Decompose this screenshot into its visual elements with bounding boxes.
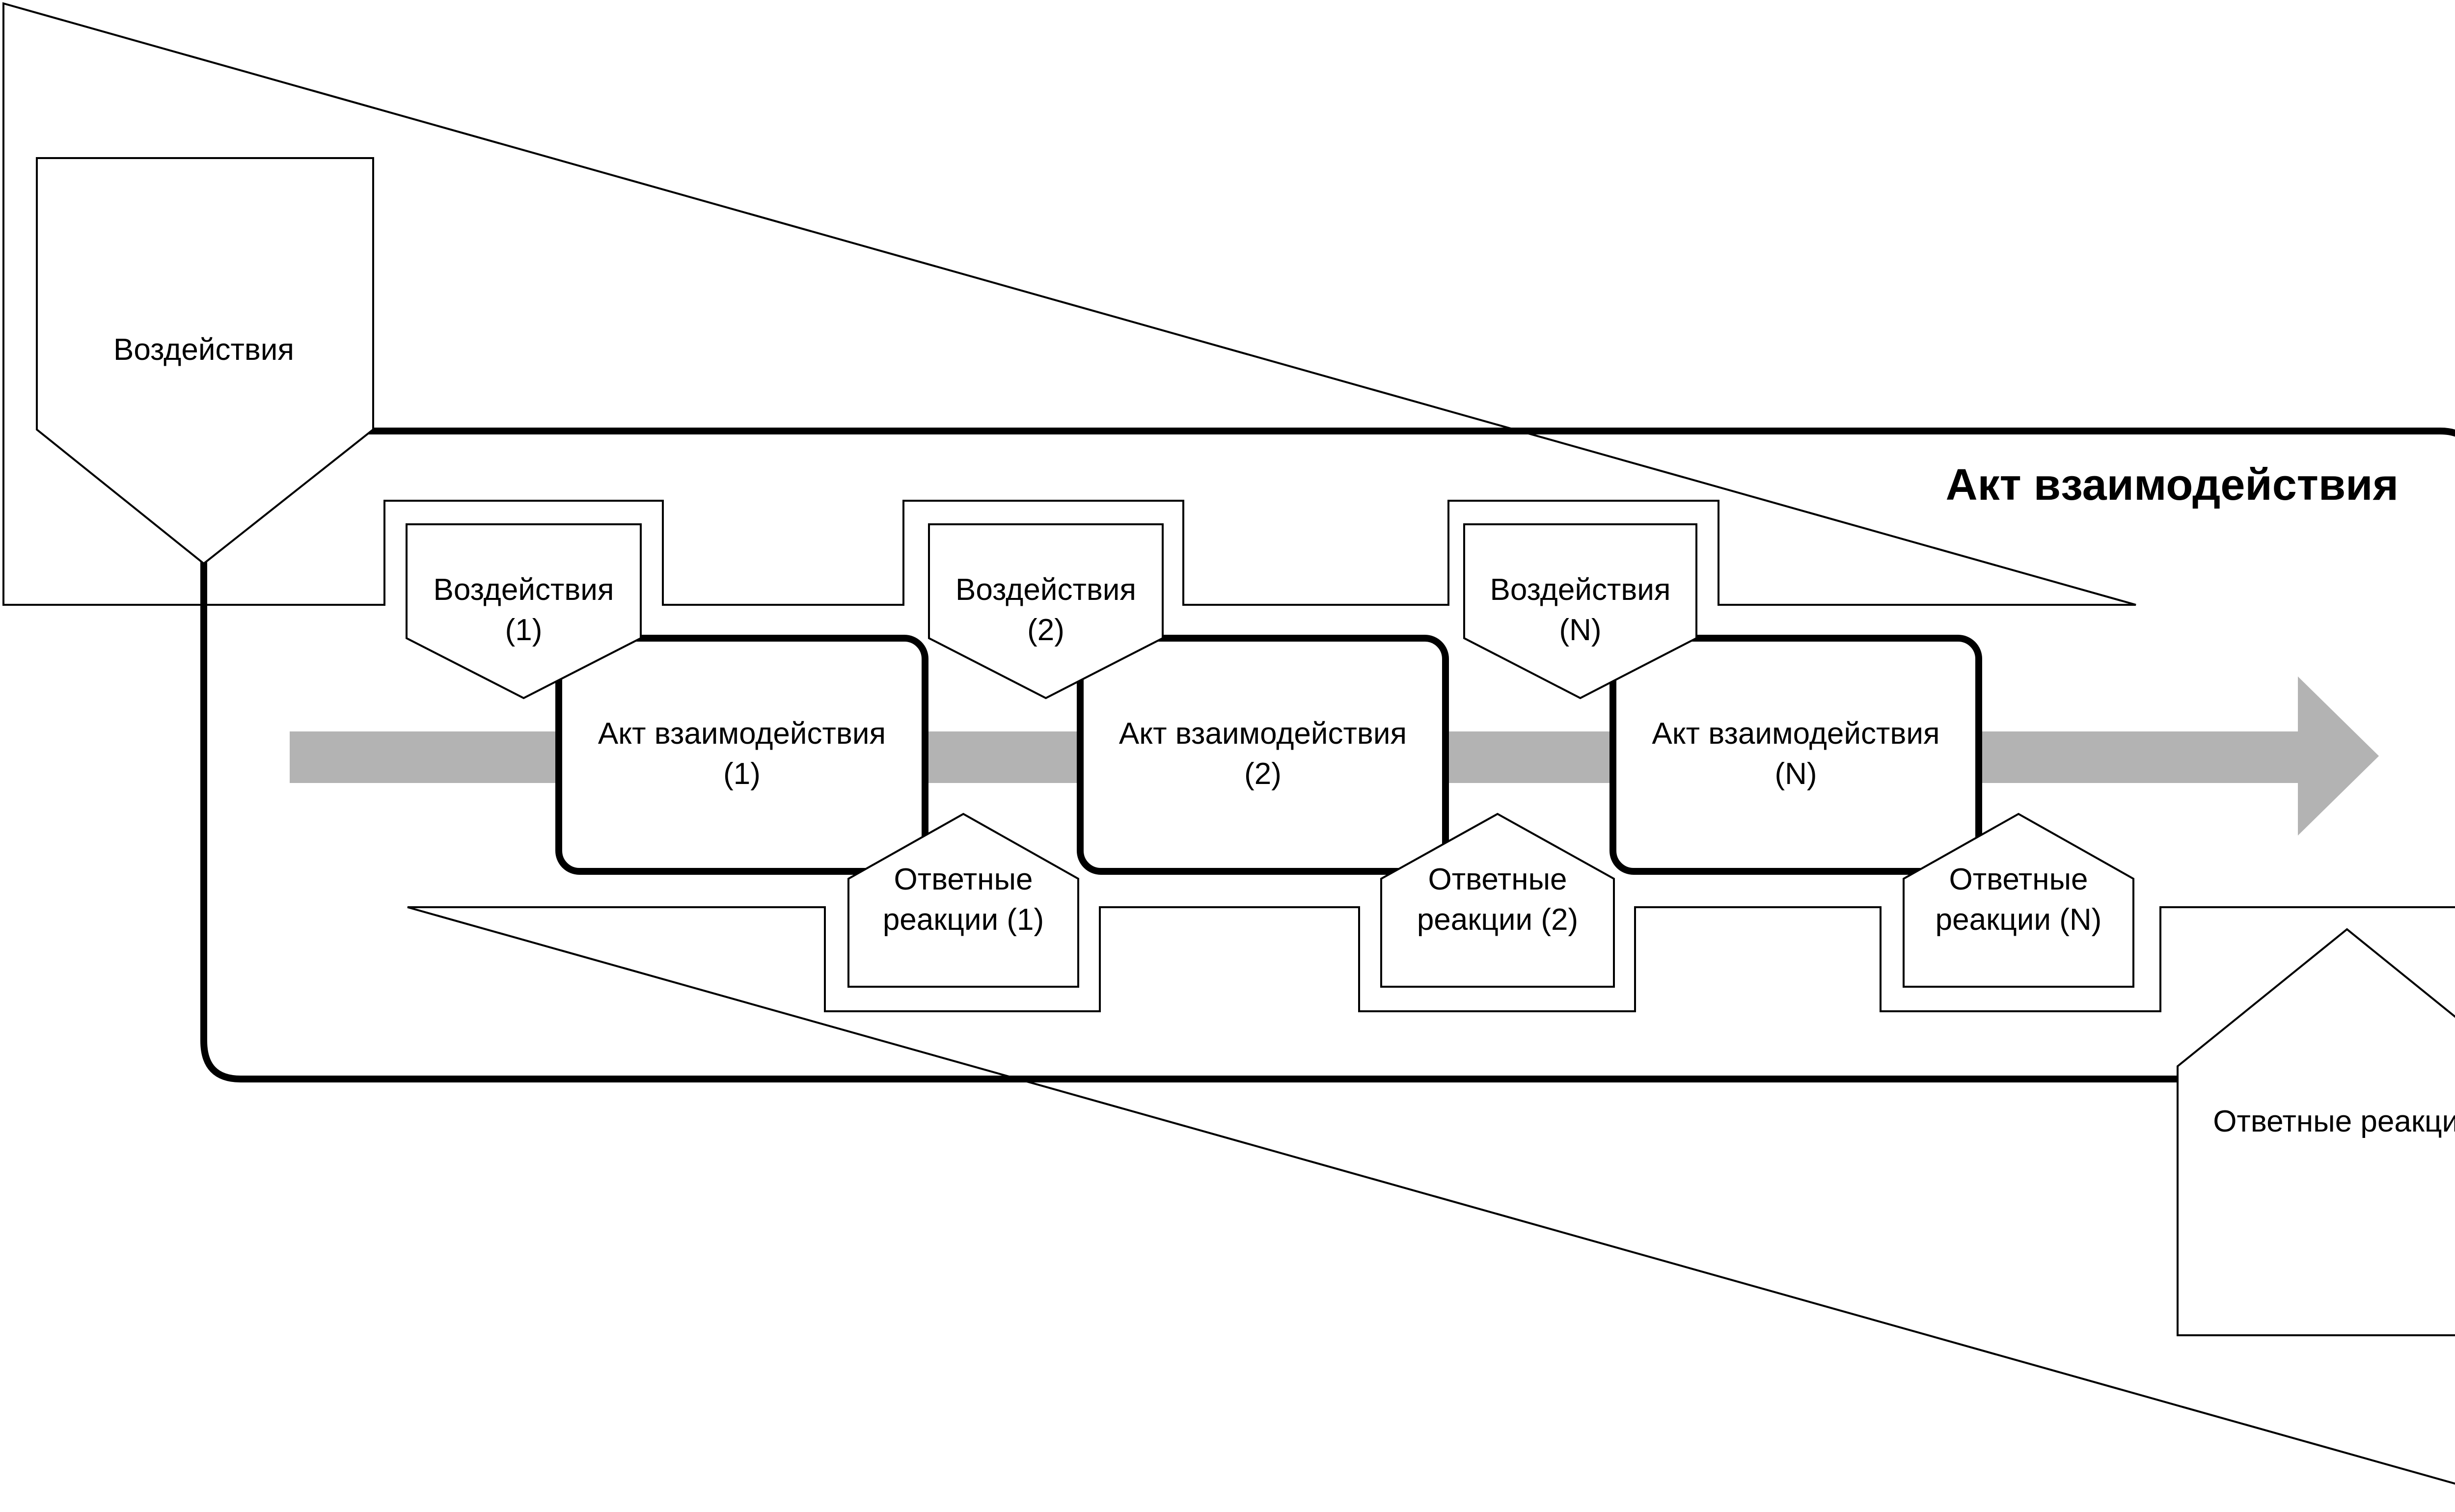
stage-output-shape <box>847 812 1079 988</box>
stage-act-box <box>555 635 928 875</box>
stage-output-shape <box>1380 812 1615 988</box>
main-act-container <box>200 428 2455 1082</box>
stage-act-label: (N) <box>1774 757 1817 791</box>
outer-output-shape <box>2177 928 2455 1336</box>
stage-output-label: реакции (N) <box>1936 903 2102 937</box>
stage-input-label: (2) <box>1027 613 1064 647</box>
stage-1: Воздействия (1) Акт взаимодействия (1) Ответ… <box>406 523 1079 988</box>
stage-2: Воздействия (2) Акт взаимодействия (2) Ответ… <box>928 523 1615 988</box>
stage-output-label: Ответные <box>894 863 1033 896</box>
stage-input-label: (1) <box>505 613 543 647</box>
stage-act-label: Акт взаимодействия <box>1652 717 1939 751</box>
outer-input-shape <box>36 157 374 565</box>
stage-output-label: Ответные <box>1428 863 1567 896</box>
stage-output-label: реакции (1) <box>883 903 1044 937</box>
stage-3: Воздействия (N) Акт взаимодействия (N) Ответ… <box>1463 523 2134 988</box>
stage-act-label: Акт взаимодействия <box>1119 717 1407 751</box>
stage-input-label: Воздействия <box>433 573 614 607</box>
stage-input-label: (N) <box>1559 613 1601 647</box>
stage-input-shape <box>406 523 642 700</box>
lower-funnel-shape <box>407 906 2455 1485</box>
stage-input-label: Воздействия <box>1490 573 1670 607</box>
stage-input-shape <box>928 523 1164 700</box>
stage-act-box <box>1609 635 1982 875</box>
stage-output-shape <box>1903 812 2134 988</box>
main-act-title: Акт взаимодействия <box>1946 460 2399 510</box>
stage-act-label: (1) <box>723 757 761 791</box>
outer-input-label: Воздействия <box>113 333 294 367</box>
stage-act-label: (2) <box>1244 757 1282 791</box>
stage-output-label: Ответные <box>1949 863 2088 896</box>
outer-output-label: Ответные реакции <box>2213 1105 2455 1138</box>
stage-act-box <box>1077 635 1449 875</box>
upper-funnel-shape <box>2 2 2136 606</box>
stage-input-label: Воздействия <box>955 573 1136 607</box>
stage-act-label: Акт взаимодействия <box>598 717 886 751</box>
stages-layer: Воздействия (1) Акт взаимодействия (1) Ответ… <box>406 523 2134 988</box>
stage-input-shape <box>1463 523 1697 700</box>
stage-output-label: реакции (2) <box>1417 903 1578 937</box>
